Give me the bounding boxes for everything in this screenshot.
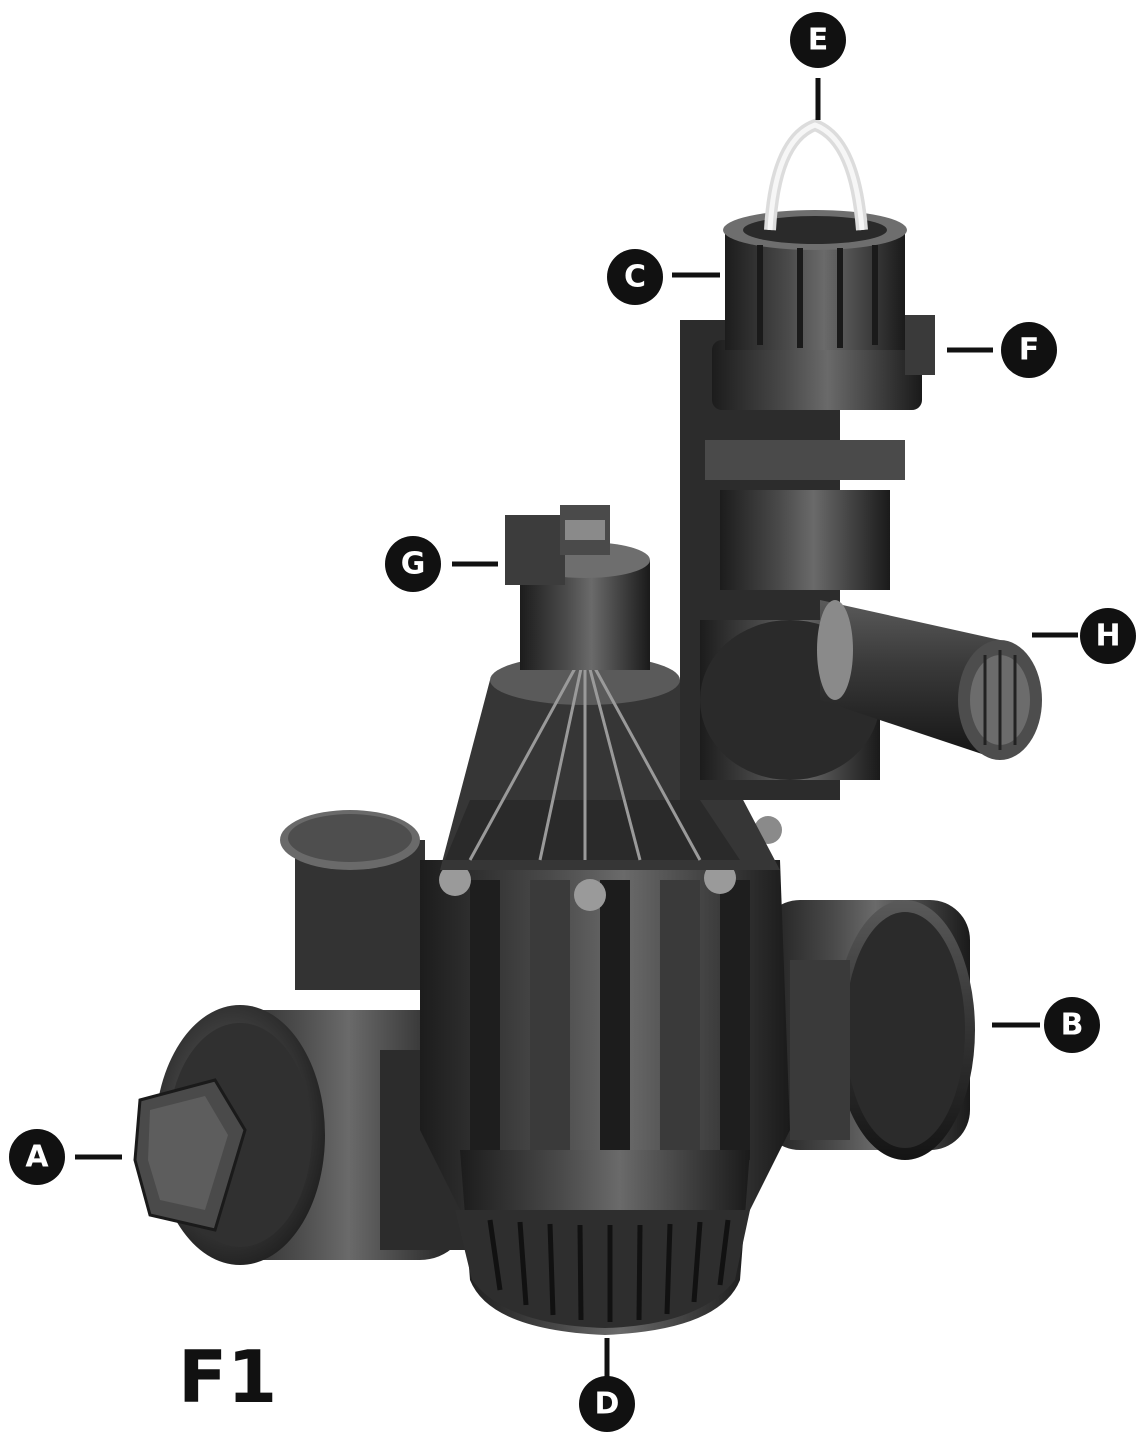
outlet-fitting <box>760 900 975 1160</box>
callout-letter: H <box>1095 619 1120 654</box>
bleed-tube <box>764 118 868 231</box>
callout-letter: A <box>25 1140 49 1175</box>
callout-h: H <box>1080 608 1136 664</box>
callout-f: F <box>1001 322 1057 378</box>
flow-control-handle <box>817 600 1042 760</box>
callout-d: D <box>579 1376 635 1432</box>
callout-letter: C <box>624 260 646 295</box>
callout-letter: G <box>401 547 426 582</box>
leader-lines <box>75 78 1078 1378</box>
callout-b: B <box>1044 997 1100 1053</box>
callout-letter: E <box>808 23 829 58</box>
valve-body <box>420 816 790 1230</box>
valve-illustration <box>133 118 1042 1335</box>
callout-c: C <box>607 249 663 305</box>
callout-a: A <box>9 1129 65 1185</box>
top-cap <box>712 210 935 410</box>
bonnet-cap <box>280 810 425 990</box>
figure-label: F1 <box>178 1335 277 1419</box>
callout-letter: D <box>595 1387 620 1422</box>
callout-letter: B <box>1061 1008 1084 1043</box>
callout-e: E <box>790 12 846 68</box>
callout-letter: F <box>1019 333 1040 368</box>
callout-g: G <box>385 536 441 592</box>
inlet-fitting <box>133 1005 470 1265</box>
bottom-drain-cap <box>455 1150 750 1335</box>
solenoid <box>505 505 650 670</box>
